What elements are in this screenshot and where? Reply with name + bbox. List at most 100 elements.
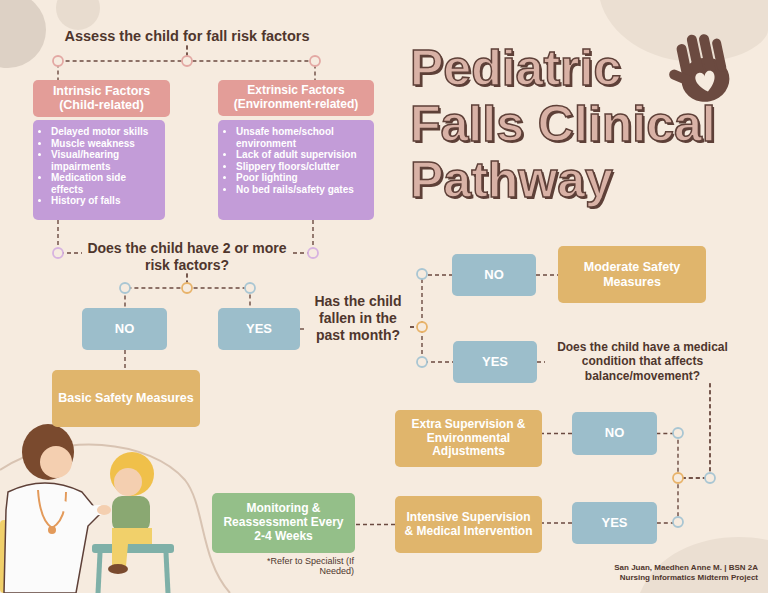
- box-label: Extrinsic Factors (Environment-related): [224, 84, 368, 112]
- question-text: Assess the child for fall risk factors: [50, 28, 324, 45]
- junction-dot: [53, 248, 63, 258]
- stool-leg: [98, 553, 100, 593]
- junction-dot: [673, 517, 683, 527]
- process-box: Extrinsic Factors (Environment-related): [218, 80, 374, 116]
- question-text: Does the child have a medical condition …: [545, 340, 740, 383]
- question-label: Does the child have 2 or more risk facto…: [82, 240, 292, 274]
- dashed-connector: [537, 361, 545, 362]
- box-label: Intrinsic Factors (Child-related): [39, 84, 164, 113]
- process-box: Intrinsic Factors (Child-related): [33, 80, 170, 117]
- dashed-connector: [410, 275, 452, 327]
- stool-seat: [92, 544, 174, 553]
- box-label: Monitoring & Reassessment Every 2-4 Week…: [218, 502, 349, 543]
- factor-list-box: Unsafe home/school environmentLack of ad…: [218, 120, 374, 220]
- process-box: YES: [572, 502, 657, 544]
- list-item: Poor lighting: [236, 172, 368, 184]
- box-label: YES: [246, 322, 272, 337]
- question-label: Assess the child for fall risk factors: [50, 28, 324, 45]
- junction-dot: [673, 428, 683, 438]
- junction-dot: [53, 56, 63, 66]
- box-label: Extra Supervision & Environmental Adjust…: [401, 418, 536, 459]
- dashed-connector: [58, 220, 82, 253]
- list-item: Delayed motor skills: [51, 126, 159, 138]
- bullet-list: Delayed motor skillsMuscle weaknessVisua…: [37, 126, 159, 207]
- dashed-connector: [125, 274, 187, 308]
- hand-thumb: [668, 68, 696, 87]
- hands: [97, 505, 111, 515]
- child-face: [114, 468, 142, 496]
- nurse-face: [40, 446, 72, 478]
- question-text: Does the child have 2 or more risk facto…: [82, 240, 292, 274]
- junction-dot: [245, 283, 255, 293]
- dashed-connector: [124, 350, 125, 370]
- process-box: NO: [452, 254, 536, 296]
- box-label: NO: [605, 426, 625, 441]
- page-title: Pediatric Falls Clinical Pathway: [410, 40, 740, 208]
- bullet-list: Unsafe home/school environmentLack of ad…: [222, 126, 368, 195]
- box-label: YES: [482, 355, 508, 370]
- footnote: *Refer to Specialist (If Needed): [232, 556, 354, 576]
- list-item: Muscle weakness: [51, 138, 159, 150]
- decor-blob: [56, 0, 100, 30]
- list-item: No bed rails/safety gates: [236, 184, 368, 196]
- process-box: Moderate Safety Measures: [558, 246, 706, 303]
- list-item: Slippery floors/clutter: [236, 161, 368, 173]
- nurse-hair: [22, 424, 74, 480]
- process-box: Basic Safety Measures: [52, 370, 200, 427]
- credit-text: San Juan, Maedhen Anne M. | BSN 2A: [540, 563, 758, 572]
- factor-list-box: Delayed motor skillsMuscle weaknessVisua…: [33, 120, 165, 220]
- box-label: NO: [115, 322, 135, 337]
- nurse-arm: [60, 505, 100, 510]
- hand-finger: [711, 38, 727, 73]
- stethoscope-head: [48, 526, 56, 534]
- dashed-connector: [657, 383, 710, 523]
- nurse-coat: [4, 483, 100, 593]
- stool-leg: [166, 553, 168, 593]
- list-item: Visual/hearing impairments: [51, 149, 159, 172]
- question-text: Has the child fallen in the past month?: [306, 293, 410, 343]
- dashed-connector: [187, 45, 315, 80]
- junction-dot: [182, 283, 192, 293]
- junction-dot: [705, 473, 715, 483]
- box-label: NO: [484, 268, 504, 283]
- junction-dot: [417, 269, 427, 279]
- credit-text: Nursing Informatics Midterm Project: [540, 573, 758, 582]
- process-box: Intensive Supervision & Medical Interven…: [395, 496, 542, 553]
- box-label: Intensive Supervision & Medical Interven…: [401, 511, 536, 539]
- junction-dot: [417, 322, 427, 332]
- box-label: YES: [601, 516, 627, 531]
- process-box: YES: [218, 308, 300, 350]
- dashed-connector: [542, 522, 572, 523]
- dashed-connector: [355, 524, 395, 525]
- dashed-connector: [657, 383, 710, 478]
- list-item: Lack of adult supervision: [236, 149, 368, 161]
- junction-dot: [417, 357, 427, 367]
- dashed-connector: [58, 45, 187, 80]
- child-shoe: [108, 564, 128, 574]
- junction-dot: [673, 473, 683, 483]
- child-pants: [112, 528, 152, 566]
- question-label: Does the child have a medical condition …: [545, 340, 740, 383]
- question-label: Has the child fallen in the past month?: [306, 293, 410, 343]
- list-item: History of falls: [51, 195, 159, 207]
- nurse-and-child-illustration: [0, 424, 174, 593]
- box-label: Basic Safety Measures: [58, 391, 194, 405]
- junction-dot: [308, 248, 318, 258]
- child-shirt: [112, 496, 150, 532]
- heart-symbol: [694, 70, 717, 94]
- junction-dot: [120, 283, 130, 293]
- list-item: Medication side effects: [51, 172, 159, 195]
- junction-dot: [310, 56, 320, 66]
- process-box: YES: [453, 341, 537, 383]
- box-label: Moderate Safety Measures: [564, 260, 700, 289]
- dashed-connector: [187, 274, 250, 308]
- dashed-connector: [410, 327, 453, 362]
- dashed-connector: [300, 328, 306, 329]
- process-box: Monitoring & Reassessment Every 2-4 Week…: [212, 493, 355, 553]
- process-box: NO: [82, 308, 167, 350]
- decor-blob: [0, 0, 46, 68]
- process-box: NO: [572, 412, 657, 455]
- list-item: Unsafe home/school environment: [236, 126, 368, 149]
- junction-dot: [182, 56, 192, 66]
- process-box: Extra Supervision & Environmental Adjust…: [395, 410, 542, 467]
